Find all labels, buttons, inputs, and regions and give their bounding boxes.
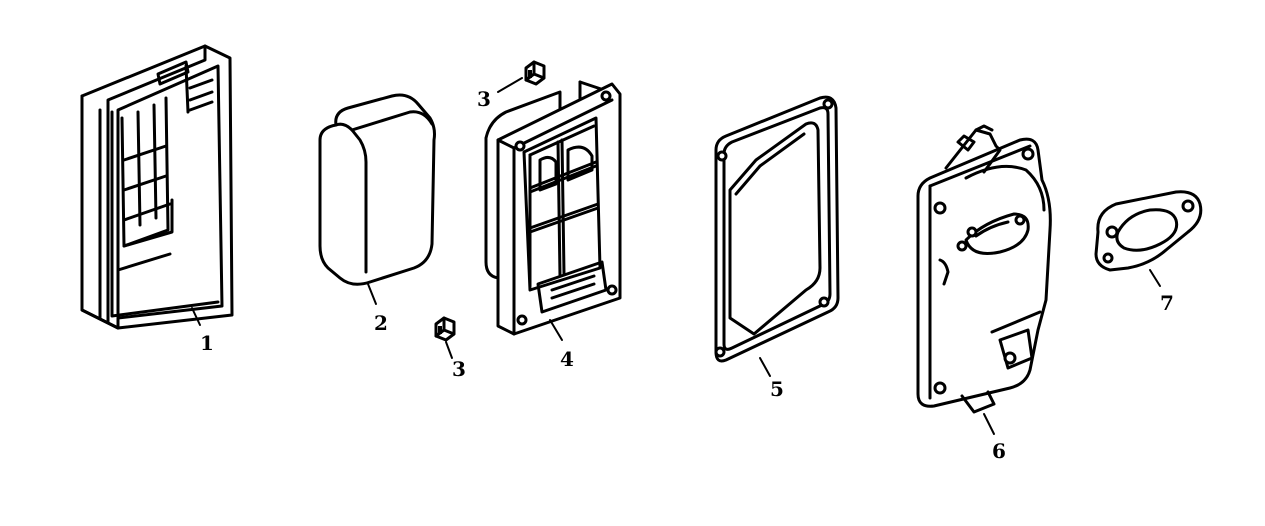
- leader-line-3b: [445, 341, 453, 359]
- leader-line-3a: [497, 77, 523, 93]
- part-2-foam-element: [318, 93, 436, 286]
- leader-line-6: [983, 413, 995, 435]
- callout-1: 1: [200, 331, 214, 355]
- part-3-nut-upper: [524, 60, 546, 86]
- callout-4: 4: [560, 347, 574, 371]
- leader-line-2: [367, 283, 377, 305]
- leader-line-7: [1149, 269, 1161, 287]
- part-1-air-cleaner-cover: [80, 44, 234, 330]
- callout-7: 7: [1160, 291, 1174, 315]
- callout-2: 2: [374, 311, 388, 335]
- leader-line-1: [191, 307, 201, 326]
- callout-3-upper: 3: [477, 87, 491, 111]
- part-7-muffler-gasket: [1094, 190, 1203, 272]
- part-4-air-cleaner-base: [484, 80, 622, 336]
- leader-line-4: [549, 319, 563, 341]
- part-3-nut-lower: [434, 316, 456, 342]
- callout-6: 6: [992, 439, 1006, 463]
- part-6-muffler: [916, 124, 1052, 414]
- callout-3-lower: 3: [452, 357, 466, 381]
- leader-line-5: [759, 357, 771, 377]
- part-5-gasket: [714, 95, 840, 363]
- callout-5: 5: [770, 377, 784, 401]
